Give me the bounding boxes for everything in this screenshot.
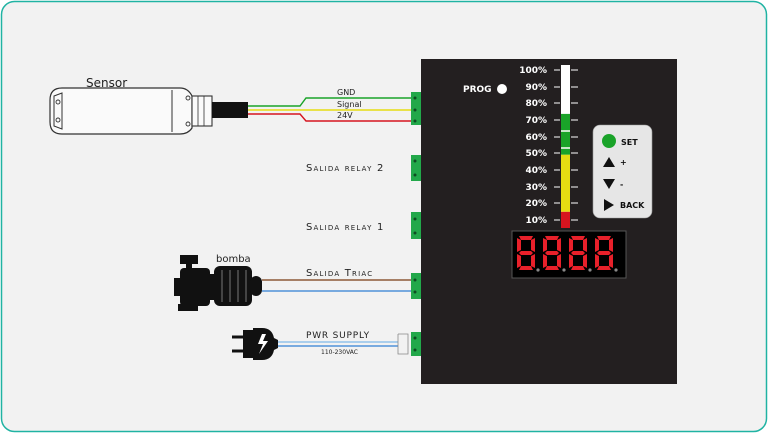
scale-label-10: 10%: [525, 216, 547, 226]
display-segment: [569, 238, 573, 252]
display-decimal-point: [614, 268, 618, 272]
wire-label-gnd: GND: [337, 88, 355, 97]
down-arrow-button[interactable]: [603, 179, 615, 189]
pump-label: bomba: [216, 254, 251, 265]
sensor-wires: [248, 97, 416, 122]
up-arrow-button[interactable]: [603, 157, 615, 167]
display-segment: [531, 238, 535, 252]
back-button[interactable]: [604, 199, 614, 211]
terminal-block-relay2: [411, 155, 421, 181]
display-segment: [531, 254, 535, 268]
terminal-block-sensor: [411, 92, 421, 125]
display-segment: [609, 254, 613, 268]
display-segment: [517, 254, 521, 268]
power-wires: [278, 333, 409, 355]
set-button[interactable]: [602, 134, 616, 148]
display-segment: [557, 238, 561, 252]
triac-label: Salida Triac: [306, 268, 373, 279]
display-segment: [569, 254, 573, 268]
prog-button[interactable]: [497, 84, 507, 94]
display-segment: [595, 254, 599, 268]
scale-ticks: [554, 69, 578, 221]
display-segment: [517, 238, 521, 252]
display-segment: [519, 236, 533, 240]
display-segment: [571, 266, 585, 270]
display-segment: [545, 266, 559, 270]
display-segment: [583, 238, 587, 252]
display-segment: [545, 251, 559, 255]
wire-label-24v: 24V: [337, 111, 353, 120]
up-label: +: [620, 158, 627, 167]
display-segment: [519, 266, 533, 270]
level-segment-yellow: [561, 154, 570, 212]
scale-label-60: 60%: [525, 133, 547, 143]
controller-panel: [421, 59, 677, 384]
display-segment: [597, 266, 611, 270]
power-plug-icon: [232, 328, 278, 360]
scale-label-80: 80%: [525, 99, 547, 109]
display-segment: [543, 254, 547, 268]
pwr-supply-label: PWR SUPPLY: [306, 331, 370, 341]
scale-label-20: 20%: [525, 199, 547, 209]
display-segment: [609, 238, 613, 252]
level-segment-green: [561, 113, 570, 155]
scale-label-70: 70%: [525, 116, 547, 126]
level-bar: [561, 65, 570, 228]
display-segment: [583, 254, 587, 268]
scale-label-100: 100%: [519, 66, 547, 76]
display-segment: [597, 236, 611, 240]
set-label: SET: [621, 138, 638, 147]
display-segment: [543, 238, 547, 252]
terminal-block-power: [411, 332, 421, 356]
pump-icon: [174, 255, 262, 311]
level-segment-red: [561, 211, 570, 228]
back-label: BACK: [620, 201, 645, 210]
display-segment: [571, 236, 585, 240]
display-segment: [557, 254, 561, 268]
scale-label-90: 90%: [525, 83, 547, 93]
sensor-label: Sensor: [86, 76, 127, 90]
sensor-probe-icon: [49, 87, 248, 135]
scale-label-50: 50%: [525, 149, 547, 159]
scale-label-30: 30%: [525, 183, 547, 193]
keypad: [592, 124, 653, 219]
triac-wires: [262, 279, 414, 292]
display-segment: [571, 251, 585, 255]
display-decimal-point: [536, 268, 540, 272]
display-segment: [595, 238, 599, 252]
display-digits: [517, 236, 618, 272]
voltage-label: 110-230VAC: [321, 349, 358, 356]
scale-label-40: 40%: [525, 166, 547, 176]
display-segment: [545, 236, 559, 240]
display-segment: [519, 251, 533, 255]
display-decimal-point: [588, 268, 592, 272]
wire-label-signal: Signal: [337, 100, 362, 109]
relay2-label: Salida relay 2: [306, 163, 385, 174]
terminal-block-triac: [411, 273, 421, 299]
display-segment: [597, 251, 611, 255]
terminal-block-relay1: [411, 212, 421, 239]
prog-label: PROG: [463, 85, 492, 95]
relay1-label: Salida relay 1: [306, 222, 385, 233]
display-decimal-point: [562, 268, 566, 272]
down-label: -: [620, 180, 623, 189]
